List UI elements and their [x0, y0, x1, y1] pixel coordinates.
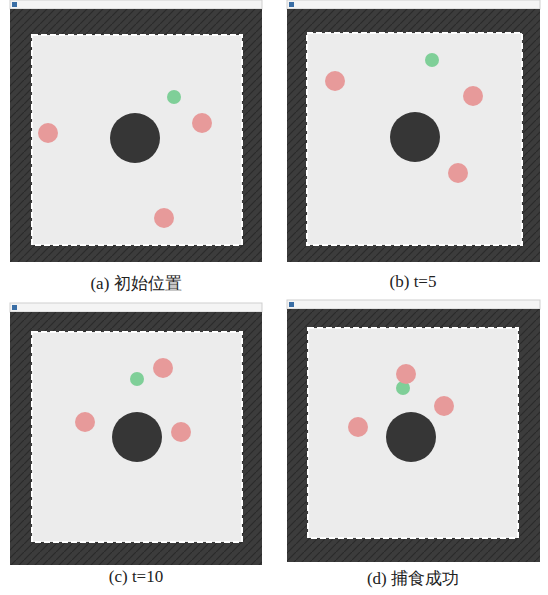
- panel-caption: (d) 捕食成功: [367, 567, 459, 590]
- panel-caption: (b) t=5: [390, 272, 437, 292]
- panel-caption: (a) 初始位置: [90, 272, 181, 295]
- panel-d: [287, 300, 540, 562]
- panel-a: [10, 0, 262, 262]
- panel-caption: (c) t=10: [109, 567, 163, 587]
- panel-b: [287, 0, 540, 262]
- panel-c: [10, 303, 262, 565]
